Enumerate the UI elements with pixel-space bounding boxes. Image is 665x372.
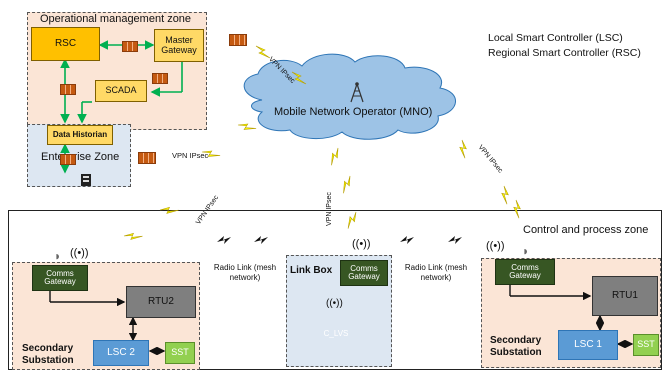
left-substation-title: Secondary Substation — [22, 343, 74, 366]
lsc2-box: LSC 2 — [93, 340, 149, 366]
firewall-icon — [122, 41, 138, 52]
enterprise-zone-title: Enterprise Zone — [41, 151, 120, 163]
rsc-box: RSC — [31, 27, 100, 61]
rtu2-box: RTU2 — [126, 286, 196, 318]
sst-box-right: SST — [633, 334, 659, 356]
firewall-icon — [229, 34, 247, 46]
firewall-icon — [60, 84, 76, 95]
legend-rsc: Regional Smart Controller (RSC) — [488, 47, 641, 59]
scada-box: SCADA — [95, 80, 147, 102]
link-box-title: Link Box — [290, 265, 333, 276]
radio-link-label: Radio Link (mesh network) — [213, 263, 277, 283]
lsc1-box: LSC 1 — [558, 330, 618, 360]
sst-box-left: SST — [165, 342, 195, 364]
firewall-icon — [138, 152, 156, 164]
control-zone-title: Control and process zone — [523, 224, 649, 236]
data-historian-box: Data Historian — [47, 125, 113, 145]
radio-tower-icon — [350, 82, 364, 103]
control-zone — [8, 210, 662, 370]
right-substation-title: Secondary Substation — [490, 335, 542, 358]
antenna-icon: ((•)) — [352, 238, 371, 250]
vpn-label: VPN IPsec — [267, 56, 296, 85]
operational-zone-title: Operational management zone — [40, 13, 192, 25]
satellite-dish-icon: ◗ — [54, 249, 62, 263]
radio-link-label: Radio Link (mesh network) — [404, 263, 468, 283]
satellite-dish-icon: ◗ — [522, 244, 530, 258]
comms-gateway-box-left: Comms Gateway — [32, 265, 88, 291]
legend-lsc: Local Smart Controller (LSC) — [488, 32, 623, 44]
comms-gateway-box-linkbox: Comms Gateway — [340, 260, 388, 286]
firewall-icon — [152, 73, 168, 84]
vpn-label: VPN IPsec — [326, 192, 333, 226]
mno-label: Mobile Network Operator (MNO) — [274, 106, 433, 118]
master-gateway-box: Master Gateway — [154, 29, 204, 62]
vpn-label: VPN IPsec — [172, 151, 209, 160]
antenna-icon: ((•)) — [70, 247, 89, 259]
firewall-icon — [60, 154, 76, 165]
rtu1-box: RTU1 — [592, 276, 658, 316]
comms-gateway-box-right: Comms Gateway — [495, 259, 555, 285]
antenna-icon: ((•)) — [326, 298, 343, 309]
vpn-label: VPN IPsec — [476, 144, 504, 175]
lvs-label: C_LVS — [323, 328, 349, 338]
antenna-icon: ((•)) — [486, 240, 505, 252]
